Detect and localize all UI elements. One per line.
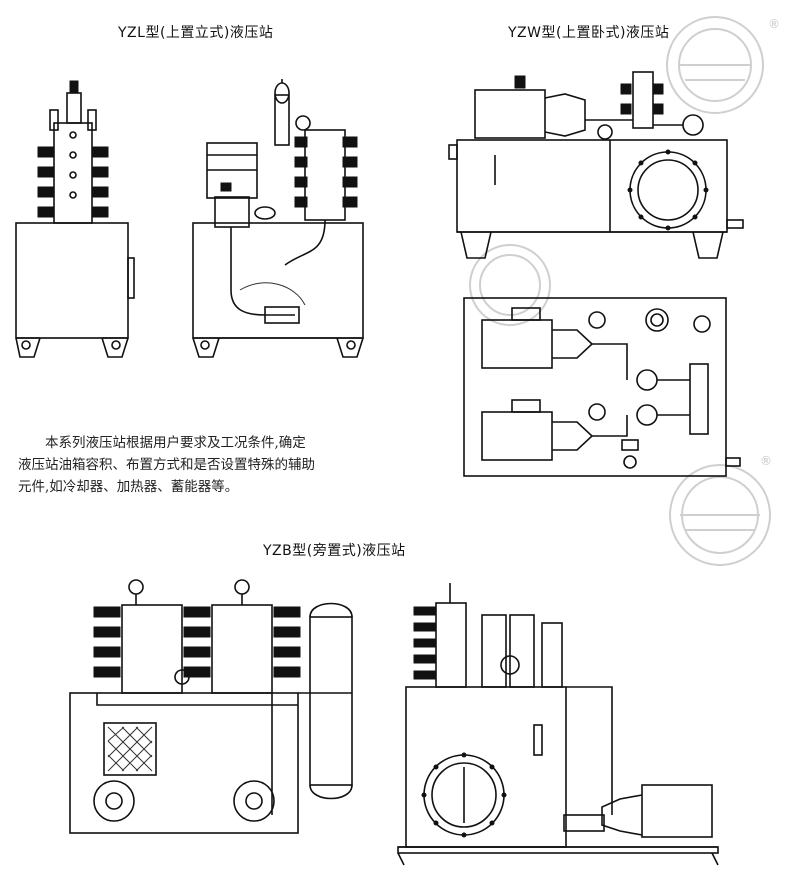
description-line-1: 本系列液压站根据用户要求及工况条件,确定 — [45, 435, 306, 451]
yzw-title: YZW型(上置卧式)液压站 — [508, 25, 670, 41]
yzl-side-view-drawing — [192, 79, 364, 358]
watermark-seal-top: ® — [666, 16, 780, 114]
yzw-top-view-drawing — [463, 297, 741, 477]
yzb-title: YZB型(旁置式)液压站 — [263, 543, 406, 559]
yzl-title: YZL型(上置立式)液压站 — [118, 25, 274, 41]
registered-mark: ® — [768, 17, 780, 31]
description-paragraph: 本系列液压站根据用户要求及工况条件,确定 液压站油箱容积、布置方式和是否设置特殊… — [18, 432, 388, 498]
yzw-front-view-drawing — [448, 71, 744, 259]
description-line-2: 液压站油箱容积、布置方式和是否设置特殊的辅助 — [18, 457, 315, 473]
registered-mark-2: ® — [760, 454, 772, 468]
description-line-3: 元件,如冷却器、加热器、蓄能器等。 — [18, 479, 239, 495]
yzl-front-view-drawing — [15, 80, 135, 358]
watermark-seal-mid — [469, 244, 551, 326]
watermark-seal-right: ® — [669, 454, 772, 566]
yzb-front-view-drawing — [69, 579, 353, 834]
yzb-side-view-drawing — [397, 583, 719, 866]
